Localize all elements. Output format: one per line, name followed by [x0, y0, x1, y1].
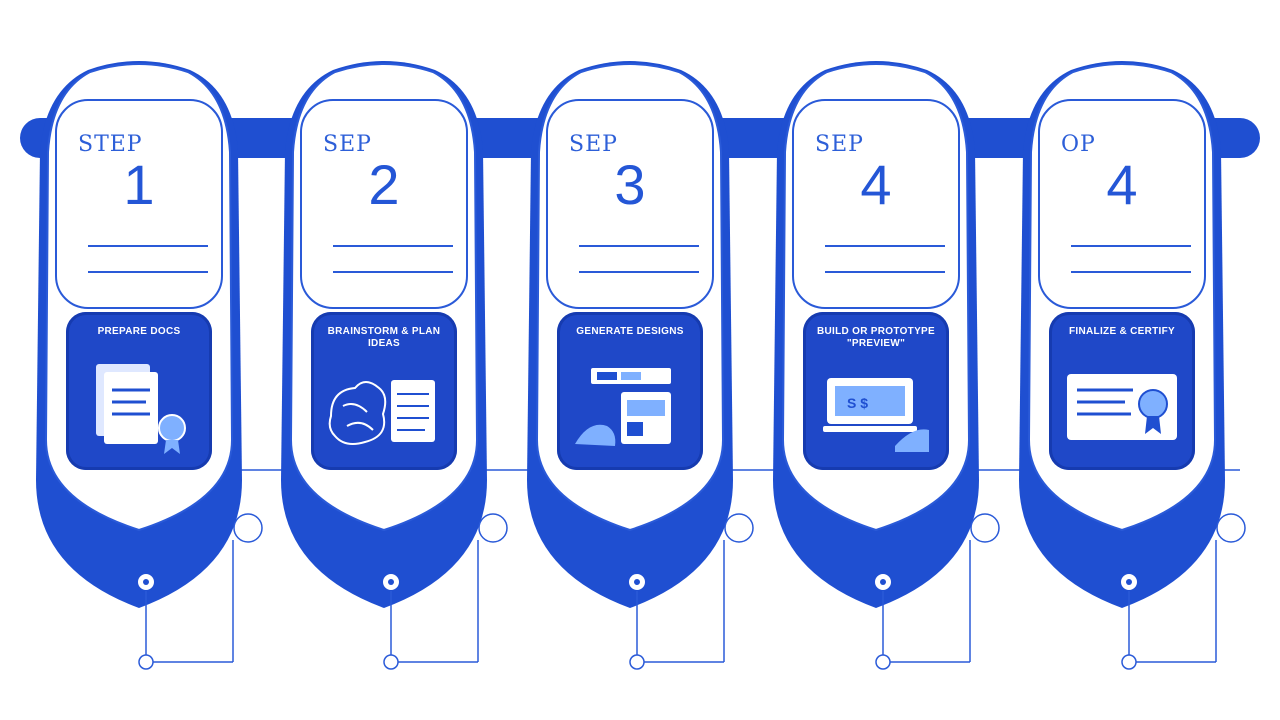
prototype-preview-icon: S $ — [823, 378, 929, 452]
step-label: SEP — [323, 132, 372, 157]
documents-seal-icon — [96, 364, 186, 454]
panel-title: PREPARE DOCS — [97, 326, 181, 337]
step-card-2: SEP 2 BRAINSTORM & PLAN IDEAS — [273, 60, 508, 670]
step-number: 4 — [1106, 153, 1138, 216]
step-panel: BRAINSTORM & PLAN IDEAS — [311, 312, 457, 470]
step-label: OP — [1061, 132, 1096, 157]
panel-title: BRAINSTORM & PLAN IDEAS — [327, 326, 441, 349]
step-panel: GENERATE DESIGNS — [557, 312, 703, 470]
step-card-5: OP 4 FINALIZE & CERTIFY — [1011, 60, 1246, 670]
step-label: SEP — [569, 132, 618, 157]
brain-notes-icon — [328, 380, 435, 445]
panel-title: BUILD OR PROTOTYPE "PREVIEW" — [816, 326, 935, 349]
step-panel: FINALIZE & CERTIFY — [1049, 312, 1195, 470]
design-tools-icon — [575, 368, 671, 446]
certificate-icon — [1067, 374, 1177, 440]
step-number: 4 — [860, 153, 892, 216]
step-number: 1 — [123, 153, 155, 216]
step-number: 3 — [614, 153, 646, 216]
svg-text:S $: S $ — [847, 395, 868, 411]
step-label: SEP — [815, 132, 864, 157]
step-panel: BUILD OR PROTOTYPE "PREVIEW" S $ — [803, 312, 949, 470]
panel-title: GENERATE DESIGNS — [576, 326, 684, 337]
step-card-1: STEP 1 PREPARE DOCS — [28, 60, 263, 670]
step-card-4: SEP 4 BUILD OR PROTOTYPE "PREVIEW" S $ — [765, 60, 1000, 670]
step-number: 2 — [368, 153, 400, 216]
panel-title: FINALIZE & CERTIFY — [1069, 326, 1175, 337]
step-label: STEP — [78, 132, 143, 157]
step-card-3: SEP 3 GENERATE DESIGNS — [519, 60, 754, 670]
step-panel: PREPARE DOCS — [66, 312, 212, 470]
